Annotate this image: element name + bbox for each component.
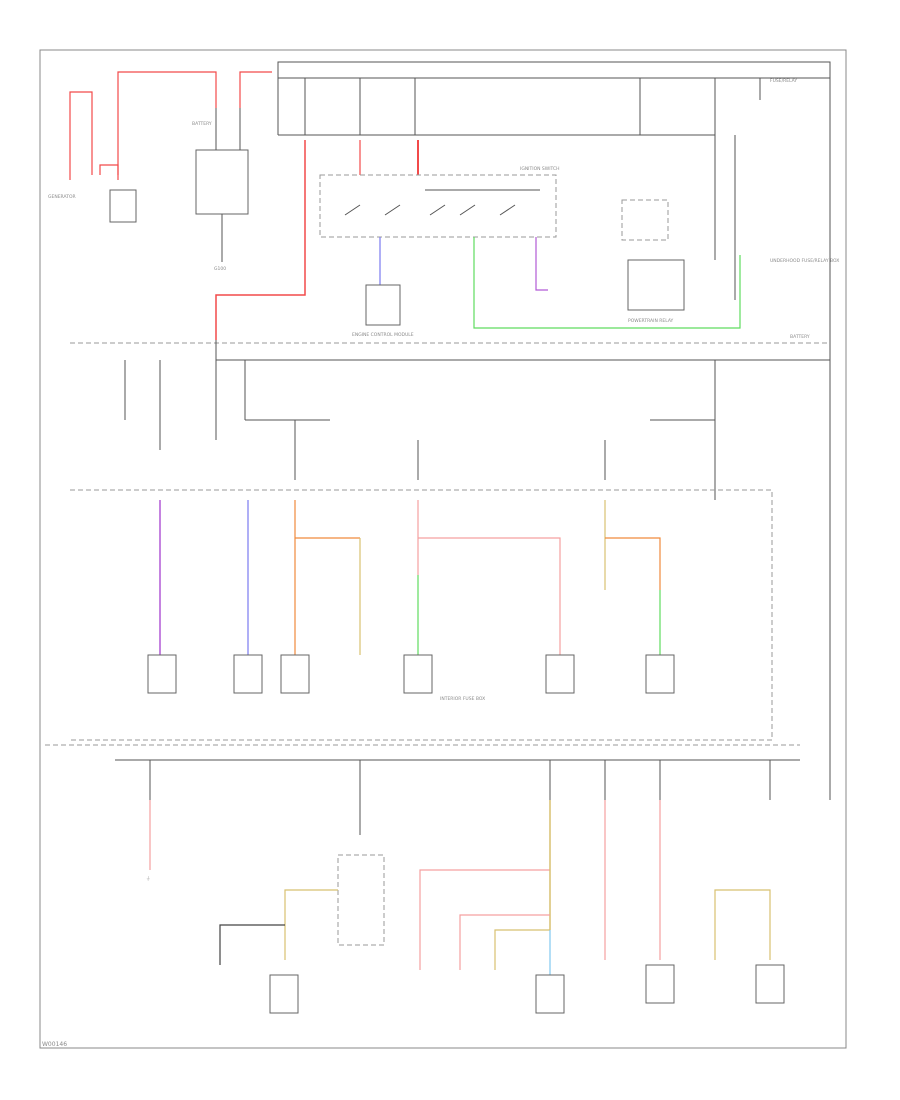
ignition-contacts xyxy=(344,189,540,216)
top-bus-box xyxy=(277,61,831,79)
relay-label: POWERTRAIN RELAY xyxy=(628,318,674,324)
ignition-switch-label: IGNITION SWITCH xyxy=(520,166,560,172)
fuse-row-top xyxy=(304,78,761,135)
battery-box xyxy=(195,149,249,215)
bot-yellow-wire-1 xyxy=(284,889,338,960)
bottom-fuse-stubs xyxy=(149,760,771,835)
mid-orange-wire-2 xyxy=(605,537,661,590)
ignition-violet-wire xyxy=(535,237,548,291)
bot-yellow-wire-3 xyxy=(494,929,550,970)
bot-pink-wire-3 xyxy=(459,914,550,970)
battery-ground-label: G100 xyxy=(214,266,226,272)
powertrain-relay xyxy=(627,259,685,311)
generator-box xyxy=(109,189,137,223)
battery-label: BATTERY xyxy=(192,121,212,127)
ignition-switch-box xyxy=(319,174,557,238)
battery-feed-wire xyxy=(117,71,217,175)
mid-orange-wire xyxy=(294,500,360,655)
junction-box xyxy=(337,854,385,946)
bot-gray-wire xyxy=(219,924,285,965)
middle-components xyxy=(147,654,675,694)
generator-label: GENERATOR xyxy=(48,194,76,200)
main-feed-wire xyxy=(215,140,306,340)
battery-ground-wire xyxy=(69,91,119,180)
interior-fuse-label: INTERIOR FUSE BOX xyxy=(440,696,485,702)
ignition-green-wire xyxy=(473,237,741,329)
ecm-top-label: ENGINE CONTROL MODULE xyxy=(352,332,414,338)
starter-feed-wire xyxy=(239,71,272,108)
footer-code: W00146 xyxy=(42,1041,67,1048)
power-relay-box xyxy=(621,199,669,241)
bot-ground-symbol: ⏚ xyxy=(146,875,151,882)
bus-label-1: BATTERY xyxy=(790,334,810,340)
bot-pink-wire-2 xyxy=(419,869,550,970)
middle-switch-stubs xyxy=(124,340,716,500)
top-right-note: FUSE/RELAY xyxy=(770,78,797,84)
mid-pink-wire xyxy=(417,500,561,655)
underhood-fuse-label: UNDERHOOD FUSE/RELAY BOX xyxy=(770,258,839,264)
bot-yellow-wire-4 xyxy=(714,889,771,960)
interior-fuse-box xyxy=(70,489,773,741)
bottom-components xyxy=(269,964,785,1014)
engine-control-module-top xyxy=(365,284,401,326)
diagram-border xyxy=(39,49,847,1049)
